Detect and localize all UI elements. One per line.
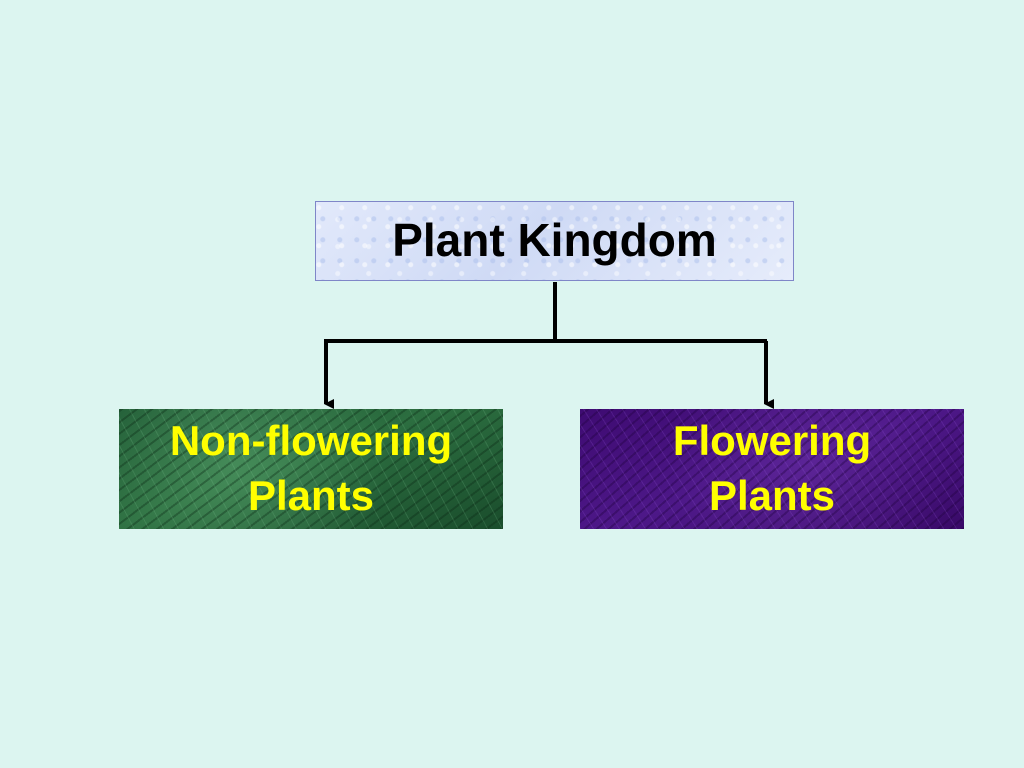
- child-node-flowering-plants: Flowering Plants: [580, 409, 964, 529]
- flowering-label-line1: Flowering: [672, 417, 872, 465]
- non-flowering-label-line2: Plants: [247, 472, 375, 519]
- root-node-label: Plant Kingdom: [392, 214, 717, 267]
- root-node-plant-kingdom: Plant Kingdom: [315, 201, 794, 281]
- child-node-non-flowering-plants: Non-flowering Plants: [119, 409, 503, 529]
- flowering-label-line2: Plants: [708, 472, 836, 519]
- non-flowering-label-line1: Non-flowering: [169, 417, 453, 465]
